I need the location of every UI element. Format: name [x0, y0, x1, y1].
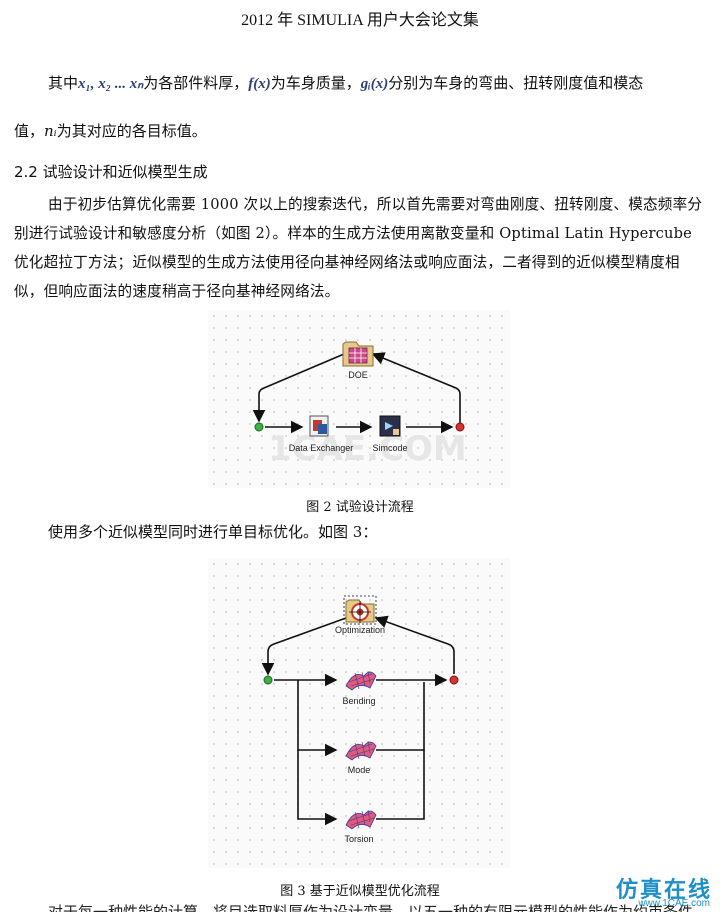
figure-3-diagram: Optimization Bending Mode Torsion: [261, 595, 459, 844]
simcode-icon: [379, 415, 401, 437]
body-text: 由于初步估算优化需要 1000 次以上的搜索迭代，所以首先需要对弯曲刚度、扭转刚…: [14, 196, 703, 300]
figure-3-optimization-workflow: Optimization Bending Mode Torsion: [208, 558, 510, 868]
torsion-surface-icon: [345, 809, 377, 830]
math-gx: gᵢ(x): [360, 76, 389, 92]
section-heading: 2.2 试验设计和近似模型生成: [14, 163, 208, 181]
end-node-icon: [449, 675, 459, 685]
node-label-bending: Bending: [342, 696, 375, 706]
loop-arrow-doe-to-start: [252, 353, 345, 423]
brand-watermark-logo: 仿真在线: [615, 877, 712, 903]
loop-arrow-optimization-to-start: [261, 617, 347, 676]
arrow-mode-to-end: [376, 682, 425, 751]
text-segment: 其中: [48, 74, 79, 92]
doe-folder-icon: [342, 341, 374, 367]
end-node-icon: [455, 422, 465, 432]
math-ni: nᵢ: [44, 122, 57, 140]
figure-2-doe-workflow: 1CAE.COM DOE Data Exchanger Simcode: [208, 310, 510, 488]
arrow-torsion-to-end: [376, 750, 425, 820]
loop-arrow-end-to-optimization: [374, 615, 455, 674]
text-segment: 分别为车身的弯曲、扭转刚度值和模态: [388, 74, 644, 92]
sentence-multiple-models: 使用多个近似模型同时进行单目标优化。如图 3：: [48, 523, 378, 541]
page-header: 2012 年 SIMULIA 用户大会论文集: [241, 12, 479, 29]
arrow-start-to-mode: [297, 680, 338, 757]
node-label-torsion: Torsion: [344, 834, 373, 844]
start-node-icon: [263, 675, 273, 685]
watermark-text: 1CAE.COM: [268, 429, 467, 469]
start-node-icon: [254, 422, 264, 432]
data-exchanger-icon: [309, 415, 329, 437]
paragraph-variables: 其中x₁, x₂ ... xₙ为各部件料厚，f(x)为车身质量，gᵢ(x)分别为…: [48, 68, 708, 99]
node-label-mode: Mode: [348, 765, 371, 775]
brand-watermark-url: www.1CAE.com: [638, 898, 710, 909]
mode-surface-icon: [345, 740, 377, 761]
node-label-data-exchanger: Data Exchanger: [289, 443, 354, 453]
math-variables: x₁, x₂ ... xₙ: [78, 76, 144, 92]
node-label-simcode: Simcode: [372, 443, 407, 453]
figure-2-caption: 图 2 试验设计流程: [306, 500, 414, 515]
text-segment: 为各部件料厚，: [143, 74, 249, 92]
text-segment: 为其对应的各目标值。: [56, 122, 207, 140]
text-segment: 值，: [14, 122, 45, 140]
figure-2-diagram: 1CAE.COM DOE Data Exchanger Simcode: [252, 341, 467, 469]
text-segment: 为车身质量，: [270, 74, 361, 92]
paragraph-targets: 值，nᵢ为其对应的各目标值。: [14, 116, 704, 146]
cut-off-text-line: 对于每一种性能的计算，将目选取料厚作为设计变量，以五一种的有限元模型的性能作为约…: [48, 903, 709, 912]
body-paragraph: 由于初步估算优化需要 1000 次以上的搜索迭代，所以首先需要对弯曲刚度、扭转刚…: [14, 190, 704, 306]
bending-surface-icon: [345, 670, 377, 691]
loop-arrow-end-to-doe: [371, 352, 461, 427]
node-label-doe: DOE: [348, 370, 368, 380]
optimization-target-icon: [343, 595, 377, 625]
node-label-optimization: Optimization: [335, 625, 385, 635]
arrow-start-to-torsion: [297, 750, 338, 826]
math-fx: f(x): [248, 76, 271, 92]
figure-3-caption: 图 3 基于近似模型优化流程: [280, 884, 440, 899]
